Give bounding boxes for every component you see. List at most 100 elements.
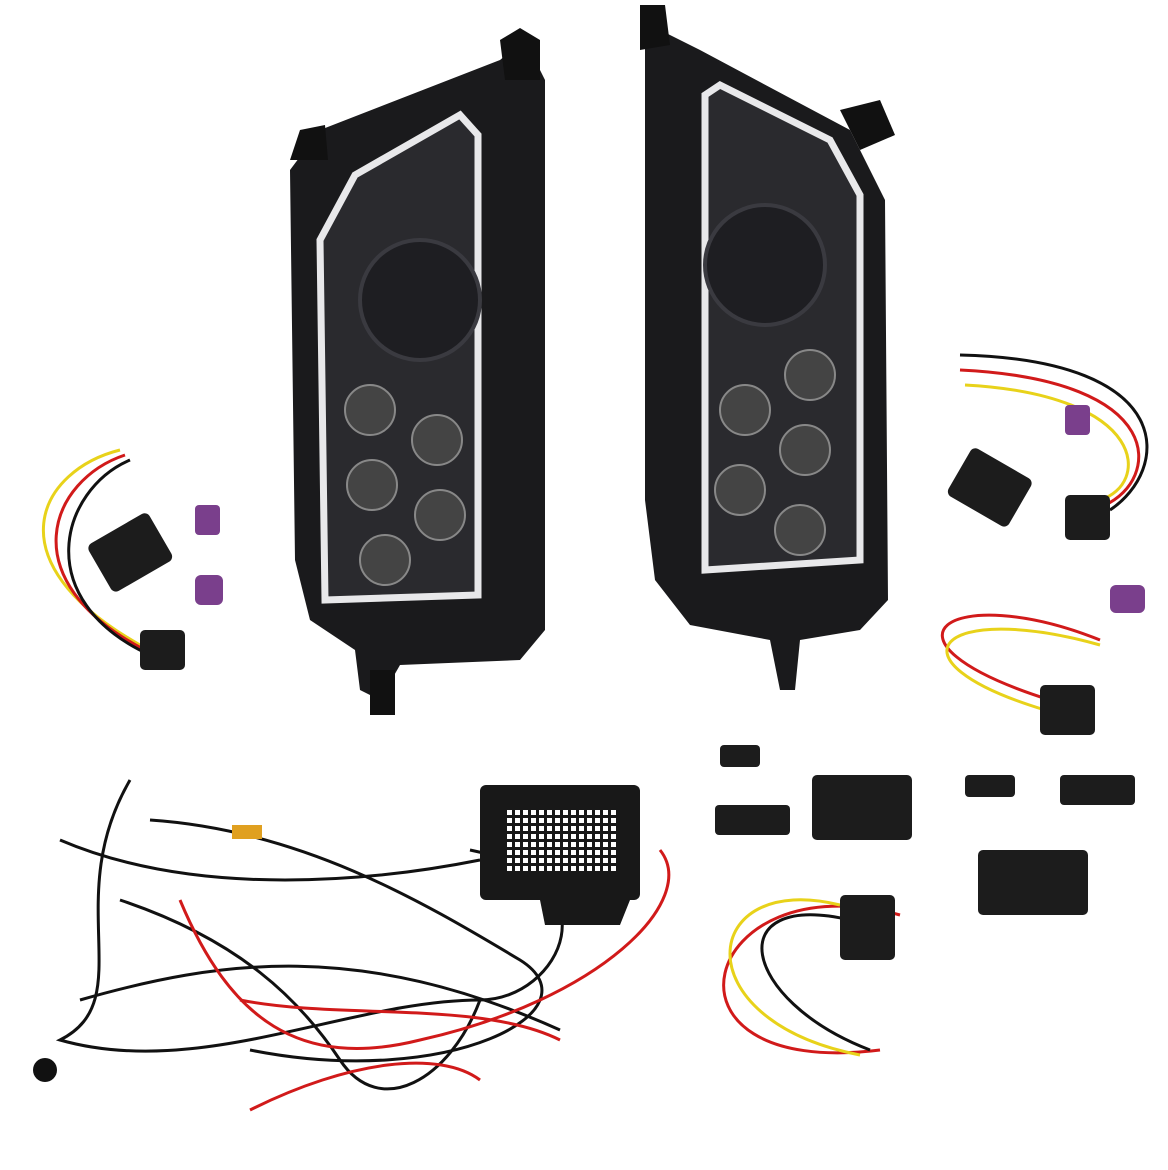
vent-hole [611,818,616,823]
vent-hole [595,818,600,823]
vent-hole [523,834,528,839]
vent-hole [579,834,584,839]
vent-hole [563,834,568,839]
vent-hole [571,818,576,823]
vent-hole [515,834,520,839]
vent-hole [555,858,560,863]
vent-hole [555,810,560,815]
vent-hole [587,810,592,815]
vent-hole [547,850,552,855]
right-mount-tab [840,100,895,150]
vent-hole [507,810,512,815]
vent-hole [555,842,560,847]
vent-hole [555,866,560,871]
vent-hole [523,826,528,831]
socket-bottom [840,895,895,960]
vent-hole [587,866,592,871]
vent-hole [507,858,512,863]
vent-hole [523,810,528,815]
vent-hole [571,810,576,815]
vent-hole [563,818,568,823]
vent-hole [523,842,528,847]
vent-hole [547,810,552,815]
right-led-reflectors [714,349,836,556]
clip-purple-left-2 [195,575,223,605]
left-headlight [290,28,545,715]
vent-hole [587,818,592,823]
vent-hole [611,866,616,871]
fuse [232,825,262,839]
vent-hole [515,858,520,863]
vent-hole [539,850,544,855]
vent-hole [515,818,520,823]
wire-comb-1 [715,805,790,835]
clip-purple-left-1 [195,505,220,535]
left-mount-tab [290,125,328,160]
small-clip-2 [965,775,1015,797]
connector-left [88,513,173,592]
clip-purple-right-1 [1065,405,1090,435]
vent-hole [571,834,576,839]
vent-hole [547,826,552,831]
vent-hole [507,826,512,831]
vent-hole [547,842,552,847]
vent-hole [595,810,600,815]
vent-hole [603,866,608,871]
vent-hole [603,842,608,847]
vent-hole [611,842,616,847]
vent-hole [547,866,552,871]
vent-hole [571,842,576,847]
small-clip-1 [720,745,760,767]
vent-hole [515,866,520,871]
controller-mount [540,900,630,925]
main-harness-red [178,849,671,1112]
left-bottom-mount-tab [370,670,395,715]
vent-hole [595,842,600,847]
vent-hole [587,842,592,847]
vent-hole [579,810,584,815]
vent-hole [563,858,568,863]
vent-hole [611,858,616,863]
harness-end-cap [33,1058,57,1082]
left-projector-lens [358,238,482,362]
vent-hole [563,810,568,815]
vent-hole [531,858,536,863]
vent-hole [587,858,592,863]
connector-right [947,448,1032,527]
vent-hole [579,850,584,855]
vent-hole [595,826,600,831]
vent-hole [531,810,536,815]
vent-hole [571,866,576,871]
vent-hole [531,850,536,855]
vent-hole [563,842,568,847]
vent-hole [595,850,600,855]
vent-hole [603,826,608,831]
wire-comb-2 [1060,775,1135,805]
left-led-reflectors [344,384,466,586]
vent-hole [547,818,552,823]
controller-vent-grid [505,808,617,872]
vent-hole [587,834,592,839]
vent-hole [547,858,552,863]
vent-hole [539,866,544,871]
vent-hole [507,850,512,855]
vent-hole [515,826,520,831]
vent-hole [611,826,616,831]
vent-hole [603,858,608,863]
vent-hole [531,818,536,823]
vent-hole [515,810,520,815]
vent-hole [507,866,512,871]
vent-hole [579,866,584,871]
vent-hole [595,866,600,871]
vent-hole [595,834,600,839]
vent-hole [523,858,528,863]
socket-left [140,630,185,670]
vent-hole [539,858,544,863]
vent-hole [579,826,584,831]
vent-hole [515,842,520,847]
vent-hole [523,818,528,823]
right-projector-lens [703,203,827,327]
vent-hole [531,842,536,847]
connector-block-2 [978,850,1088,915]
vent-hole [539,842,544,847]
